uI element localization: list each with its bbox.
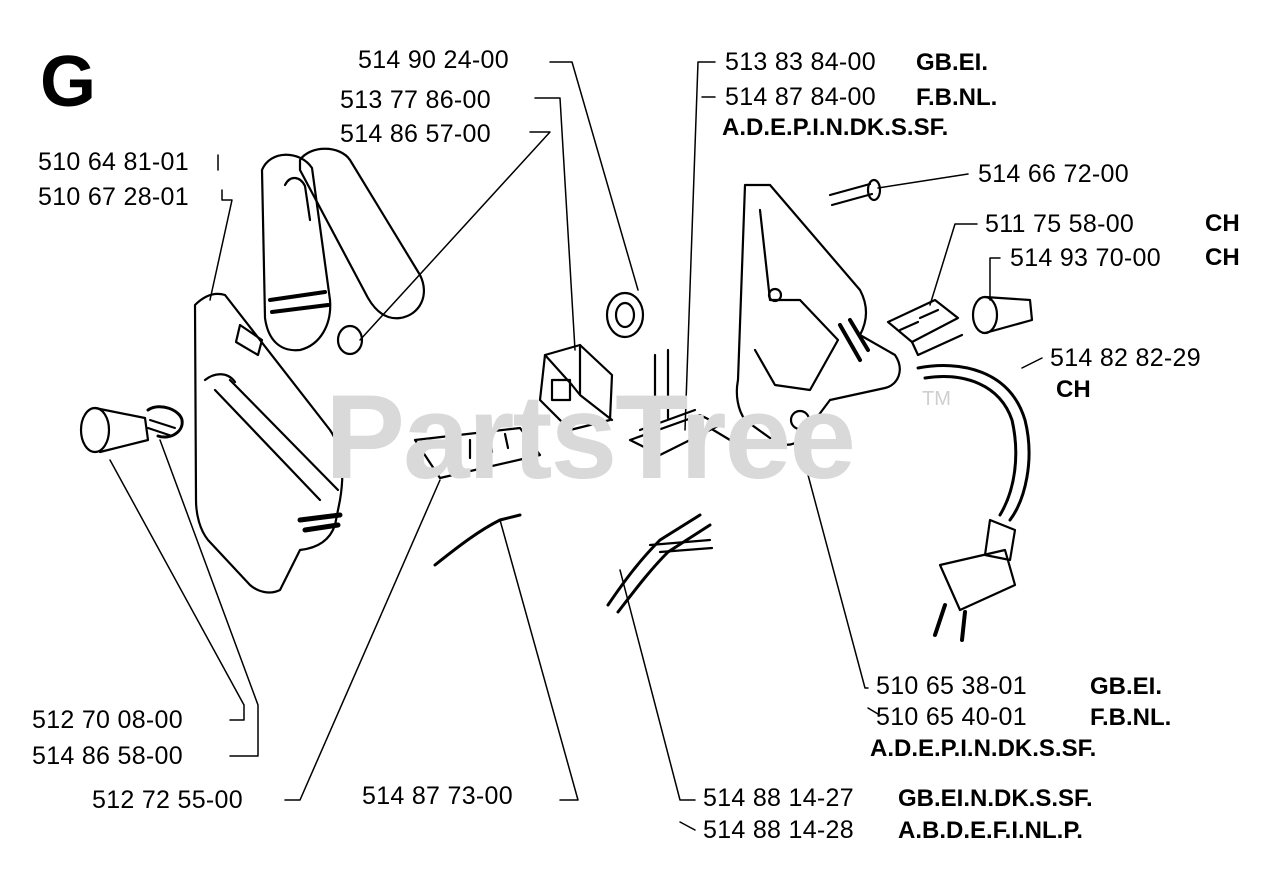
region-code-label: CH bbox=[1205, 210, 1240, 237]
grommet-part bbox=[605, 291, 645, 339]
lock-button-and-spring bbox=[79, 405, 184, 454]
part-number-label: 514 86 58-00 bbox=[32, 742, 183, 770]
part-number-label: 511 75 58-00 bbox=[985, 210, 1135, 238]
handle-cover-part bbox=[260, 147, 425, 352]
region-code-label: GB.EI. bbox=[916, 49, 989, 76]
region-code-label: A.D.E.P.I.N.DK.S.SF. bbox=[870, 735, 1097, 762]
part-number-label: 514 88 14-28 bbox=[703, 816, 854, 844]
cable-clamp-part bbox=[886, 298, 964, 357]
part-number-label: 514 93 70-00 bbox=[1010, 244, 1161, 272]
region-code-label: CH bbox=[1205, 244, 1240, 271]
motor-housing-part bbox=[735, 183, 901, 446]
screw-part bbox=[828, 178, 882, 207]
switch-block-part bbox=[538, 343, 614, 432]
part-number-label: 514 66 72-00 bbox=[978, 160, 1129, 188]
watermark-trademark: TM bbox=[922, 388, 951, 410]
part-number-label: 512 70 08-00 bbox=[32, 706, 183, 734]
section-letter: G bbox=[40, 42, 97, 122]
part-number-label: 513 77 86-00 bbox=[340, 86, 491, 114]
cable-sleeve-part bbox=[606, 513, 714, 614]
part-number-label: 514 88 14-27 bbox=[703, 784, 854, 812]
bushing-part bbox=[971, 295, 1034, 335]
part-number-label: 514 86 57-00 bbox=[340, 120, 491, 148]
contact-assembly-part bbox=[628, 348, 732, 457]
ring-part bbox=[336, 324, 364, 356]
part-number-label: 513 83 84-00 bbox=[725, 48, 876, 76]
power-cable-part bbox=[916, 364, 1031, 642]
region-code-label: F.B.NL. bbox=[916, 84, 998, 111]
part-number-label: 512 72 55-00 bbox=[92, 786, 243, 814]
part-number-label: 514 90 24-00 bbox=[358, 46, 509, 74]
wire-part bbox=[433, 513, 522, 567]
switch-plate-part bbox=[413, 426, 542, 480]
part-number-label: 514 82 82-29 bbox=[1050, 344, 1201, 372]
region-code-label: GB.EI. bbox=[1090, 673, 1163, 700]
part-number-label: 510 64 81-01 bbox=[38, 148, 189, 176]
part-number-label: 510 67 28-01 bbox=[38, 183, 189, 211]
part-number-label: 510 65 38-01 bbox=[876, 672, 1027, 700]
part-number-label: 514 87 84-00 bbox=[725, 83, 876, 111]
region-code-label: CH bbox=[1056, 376, 1091, 403]
part-number-label: 514 87 73-00 bbox=[362, 782, 513, 810]
region-code-label: A.D.E.P.I.N.DK.S.SF. bbox=[722, 114, 949, 141]
housing-body-part bbox=[193, 292, 344, 594]
leader-lines bbox=[109, 61, 1043, 831]
region-code-label: F.B.NL. bbox=[1090, 704, 1172, 731]
watermark: PartsTree bbox=[325, 370, 856, 504]
region-code-label: A.B.D.E.F.I.NL.P. bbox=[898, 817, 1083, 844]
region-code-label: GB.EI.N.DK.S.SF. bbox=[898, 785, 1093, 812]
part-number-label: 510 65 40-01 bbox=[876, 703, 1027, 731]
